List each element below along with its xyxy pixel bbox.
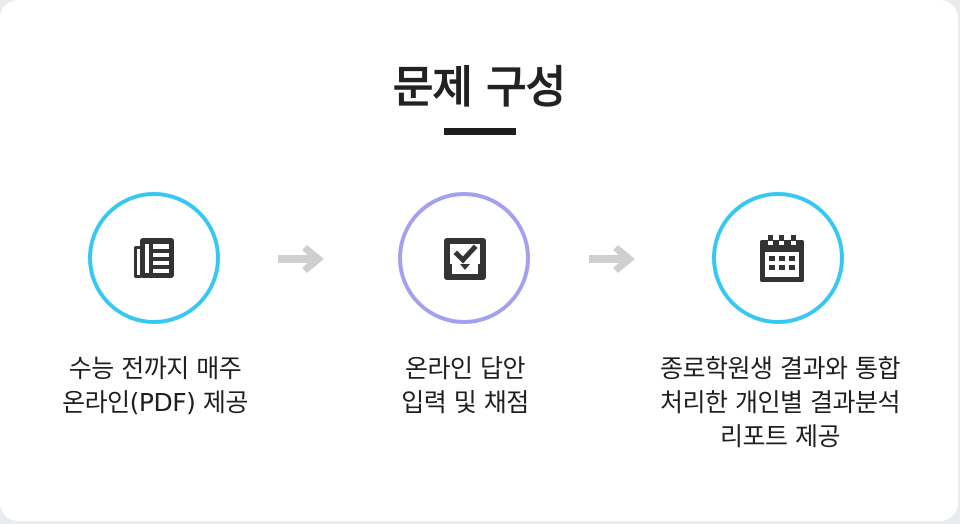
step-1-circle	[88, 192, 220, 324]
page-title: 문제 구성	[392, 62, 566, 113]
step-3-circle	[712, 192, 844, 324]
check-box-icon	[444, 238, 486, 280]
newspaper-icon	[134, 238, 174, 278]
title-underline	[444, 128, 516, 135]
step-1-label: 수능 전까지 매주 온라인(PDF) 제공	[62, 354, 248, 417]
arrow-right-icon	[589, 245, 635, 273]
step-2-circle	[398, 192, 530, 324]
calendar-icon	[760, 235, 804, 282]
arrow-right-icon	[278, 245, 324, 273]
step-2-label: 온라인 답안 입력 및 채점	[401, 354, 529, 417]
step-3-label: 종로학원생 결과와 통합 처리한 개인별 결과분석 리포트 제공	[660, 354, 900, 451]
